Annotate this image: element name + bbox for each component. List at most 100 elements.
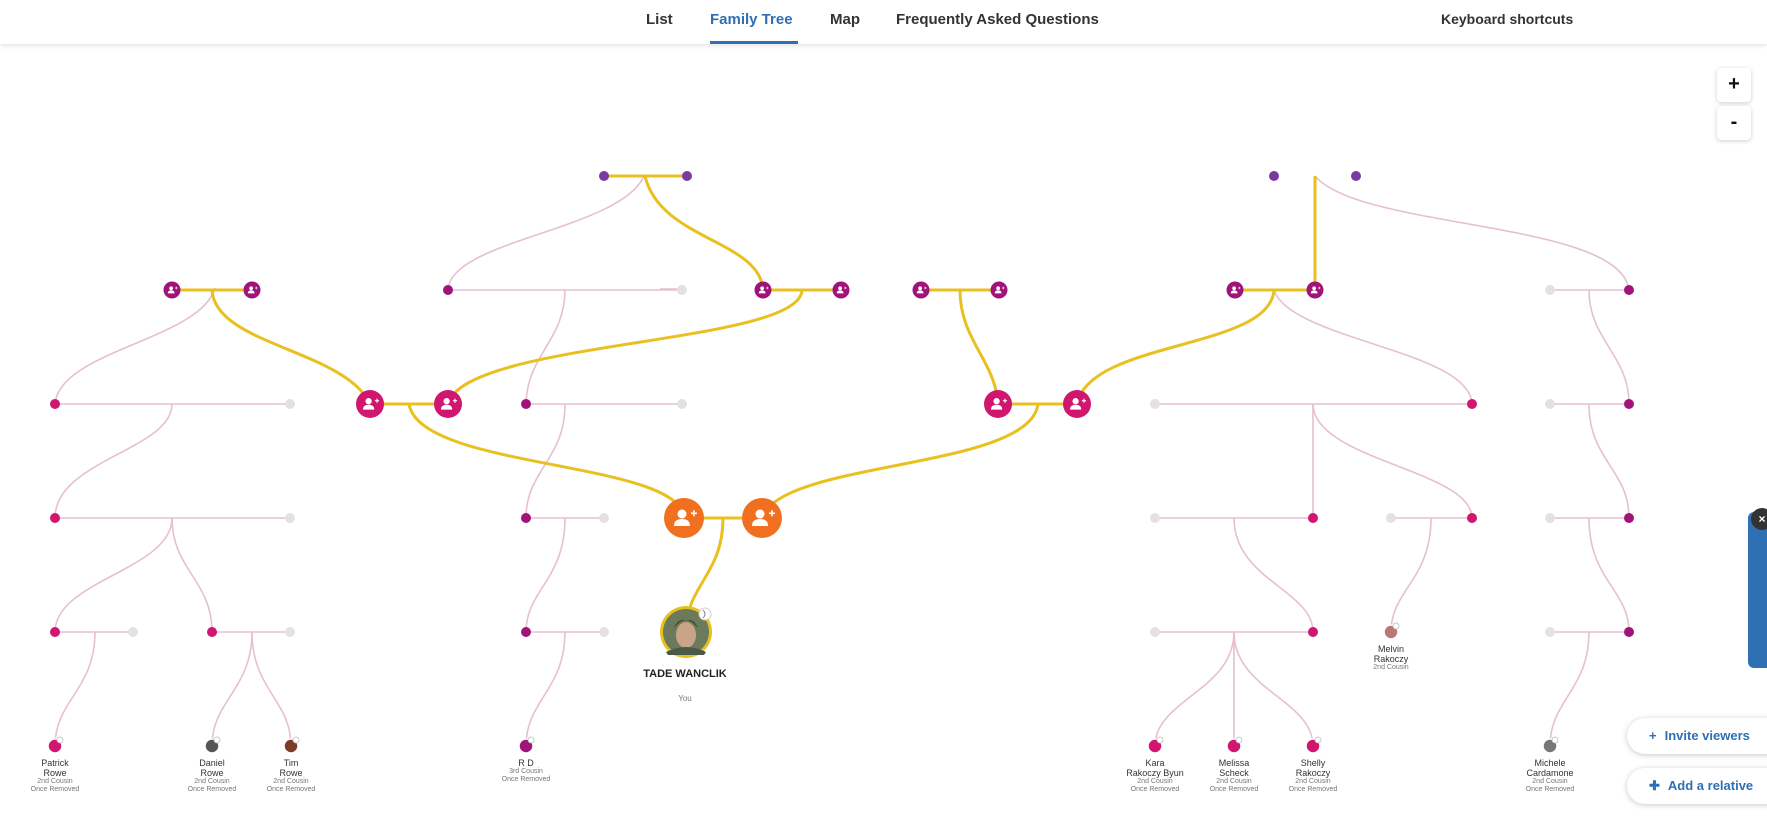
zoom-in-button[interactable]: +: [1717, 68, 1751, 102]
relative-name: Patrick: [41, 758, 69, 768]
tree-node-dot[interactable]: [599, 513, 609, 523]
tree-node-dot[interactable]: [599, 171, 609, 181]
tree-node-dot[interactable]: [1467, 513, 1477, 523]
relative-name: Tim: [283, 758, 299, 768]
relative-avatar[interactable]: [1383, 622, 1400, 640]
tree-node-dot[interactable]: [1150, 513, 1160, 523]
tree-node-dot[interactable]: [1545, 627, 1555, 637]
tree-node-dot[interactable]: [285, 513, 295, 523]
tree-node-dot[interactable]: [1624, 399, 1634, 409]
zoom-out-button[interactable]: -: [1717, 106, 1751, 140]
add-person-icon: [991, 398, 1008, 410]
tree-node-dot[interactable]: [1624, 285, 1634, 295]
relative-name: Rakoczy: [1373, 654, 1409, 664]
add-person-icon: [1310, 286, 1321, 294]
tree-node-dot[interactable]: [1545, 513, 1555, 523]
relative-relation: 2nd Cousin: [1295, 778, 1331, 785]
relative-avatar[interactable]: [1542, 736, 1559, 754]
relative-avatar[interactable]: [1147, 736, 1164, 754]
tab-list[interactable]: List: [646, 11, 673, 28]
add-person-icon: [758, 286, 769, 294]
main-person-name: TADE WANCLIK: [643, 668, 727, 680]
relative-name: Rowe: [200, 768, 224, 778]
tree-node-dot[interactable]: [599, 627, 609, 637]
tree-node-dot[interactable]: [50, 513, 60, 523]
relative-relation: Once Removed: [1130, 786, 1180, 793]
tree-node-dot[interactable]: [521, 399, 531, 409]
relative-name: R D: [518, 758, 534, 768]
tree-node-dot[interactable]: [128, 627, 138, 637]
tree-node-dot[interactable]: [1150, 399, 1160, 409]
tree-node-dot[interactable]: [443, 285, 453, 295]
main-person-relation: You: [678, 694, 692, 703]
tree-node-dot[interactable]: [521, 627, 531, 637]
tree-node-dot[interactable]: [1269, 171, 1279, 181]
tree-node-dot[interactable]: [1545, 399, 1555, 409]
tree-node-dot[interactable]: [285, 627, 295, 637]
tree-node-dot[interactable]: [50, 627, 60, 637]
dna-badge-icon: [698, 607, 712, 621]
tree-node-dot[interactable]: [1351, 171, 1361, 181]
tree-node-dot[interactable]: [207, 627, 217, 637]
add-person-icon: [1070, 398, 1087, 410]
side-panel-tab[interactable]: [1748, 512, 1767, 668]
relative-name: Rowe: [43, 768, 67, 778]
tree-node-dot[interactable]: [521, 513, 531, 523]
tree-node-dot[interactable]: [1624, 513, 1634, 523]
relative-relation: Once Removed: [30, 786, 80, 793]
relative-avatar[interactable]: [1305, 736, 1322, 754]
add-person-icon: [1230, 286, 1241, 294]
invite-viewers-label: Invite viewers: [1664, 728, 1750, 743]
side-panel-close-icon[interactable]: ×: [1751, 508, 1767, 530]
tree-nodes: [47, 171, 1634, 754]
top-navigation: List Family Tree Map Frequently Asked Qu…: [0, 0, 1767, 44]
relative-avatar[interactable]: [1226, 736, 1243, 754]
relative-avatar[interactable]: [204, 736, 221, 754]
tree-node-dot[interactable]: [1467, 399, 1477, 409]
tree-node-dot[interactable]: [1308, 513, 1318, 523]
relative-relation: Once Removed: [266, 786, 316, 793]
relative-name: Melissa: [1218, 758, 1250, 768]
relative-relation: Once Removed: [1525, 786, 1575, 793]
add-relative-button[interactable]: ✚Add a relative: [1627, 768, 1767, 804]
relative-name: Scheck: [1219, 768, 1249, 778]
add-person-icon: [167, 286, 178, 294]
add-person-icon: ✚: [1649, 778, 1660, 793]
add-person-icon: [916, 286, 927, 294]
invite-viewers-button[interactable]: +Invite viewers: [1627, 718, 1767, 754]
tab-map[interactable]: Map: [830, 11, 860, 28]
relative-avatar[interactable]: [283, 736, 300, 754]
tree-node-dot[interactable]: [1545, 285, 1555, 295]
relative-relation: 2nd Cousin: [1532, 778, 1568, 785]
add-person-icon: [752, 509, 775, 526]
tree-node-dot[interactable]: [677, 399, 687, 409]
relative-relation: Once Removed: [1209, 786, 1259, 793]
relative-name: Melvin: [1377, 644, 1404, 654]
tree-node-dot[interactable]: [285, 399, 295, 409]
tree-node-dot[interactable]: [1308, 627, 1318, 637]
relative-avatar[interactable]: [518, 736, 535, 754]
tree-node-dot[interactable]: [682, 171, 692, 181]
main-person-avatar[interactable]: [660, 606, 712, 658]
tree-node-dot[interactable]: [1386, 513, 1396, 523]
relative-name: Rakoczy: [1295, 768, 1331, 778]
relative-avatar[interactable]: [47, 736, 64, 754]
keyboard-shortcuts-link[interactable]: Keyboard shortcuts: [1441, 11, 1574, 27]
tab-family-tree[interactable]: Family Tree: [710, 11, 793, 28]
relative-name: Kara: [1145, 758, 1165, 768]
relative-relation: 2nd Cousin: [194, 778, 230, 785]
tree-node-dot[interactable]: [50, 399, 60, 409]
tab-faq[interactable]: Frequently Asked Questions: [896, 11, 1099, 28]
add-person-icon: [247, 286, 258, 294]
tree-node-dot[interactable]: [677, 285, 687, 295]
relative-name: Cardamone: [1526, 768, 1574, 778]
tree-node-dot[interactable]: [1150, 627, 1160, 637]
tree-node-dot[interactable]: [1624, 627, 1634, 637]
relative-relation: 2nd Cousin: [1137, 778, 1173, 785]
